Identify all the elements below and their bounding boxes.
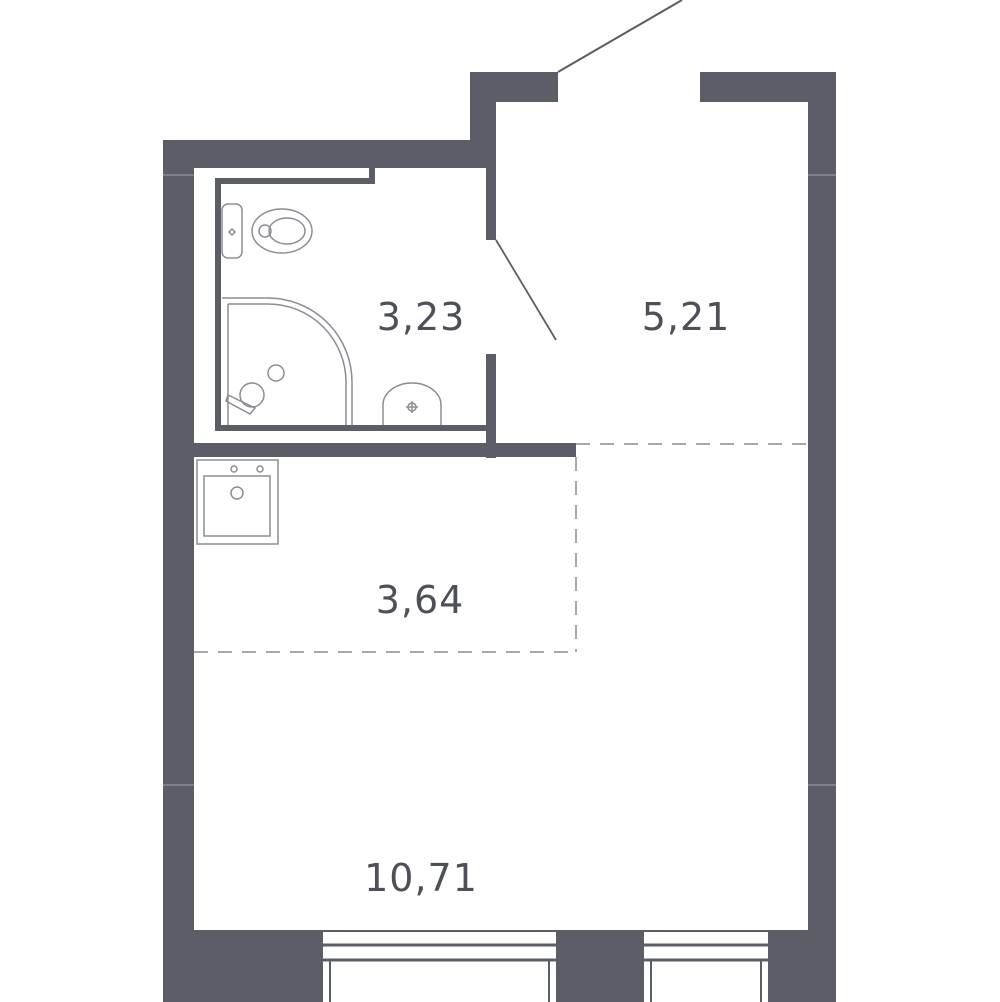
living-room-area-label: 10,71 bbox=[364, 856, 478, 900]
bathroom-area-label: 3,23 bbox=[377, 295, 466, 339]
kitchen-area-label: 3,64 bbox=[376, 578, 465, 622]
outer-walls bbox=[163, 72, 836, 1002]
window-icon bbox=[323, 930, 556, 1002]
zone-boundaries bbox=[194, 443, 808, 653]
bottom-wall-right bbox=[768, 930, 836, 1002]
kitchen-sink-icon bbox=[196, 459, 279, 545]
wall-seams bbox=[163, 174, 836, 786]
right-wall bbox=[808, 72, 836, 1002]
shower-icon bbox=[222, 297, 353, 425]
door-swing-icon bbox=[495, 239, 557, 341]
bottom-wall-left bbox=[163, 930, 323, 1002]
top-left-wall bbox=[163, 140, 496, 168]
left-wall bbox=[163, 140, 194, 1002]
bottom-wall-mid bbox=[556, 930, 644, 1002]
window-icon bbox=[644, 930, 768, 1002]
entrance-left-jamb bbox=[470, 72, 558, 102]
door-swing-icon bbox=[557, 0, 683, 73]
bathroom-walls bbox=[194, 168, 576, 458]
toilet-icon bbox=[221, 203, 313, 259]
hallway-area-label: 5,21 bbox=[642, 295, 731, 339]
bathroom-sink-icon bbox=[382, 382, 442, 425]
